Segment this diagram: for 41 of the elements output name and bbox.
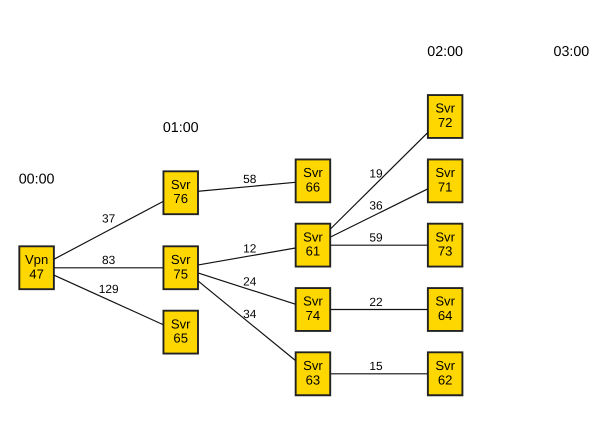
edge-label: 59 — [369, 230, 383, 245]
label: 01:00 — [162, 120, 199, 136]
connector — [54, 267, 164, 268]
label: 02:00 — [427, 44, 464, 60]
connector — [198, 280, 296, 361]
node-box: Svr 63 — [294, 351, 332, 396]
edge-label: 37 — [102, 212, 116, 226]
edge-label: 15 — [369, 359, 383, 374]
node-box: Svr 71 — [426, 158, 464, 204]
connector — [198, 182, 296, 192]
node-box: Svr 62 — [426, 351, 464, 396]
edge-label: 58 — [243, 172, 256, 186]
connector — [198, 272, 296, 305]
edge-label: 34 — [243, 306, 256, 321]
node-box: Svr 65 — [162, 310, 199, 354]
node-box: Vpn 47 — [18, 245, 55, 290]
node-box: Svr 72 — [426, 94, 464, 139]
node-box: Svr 66 — [294, 158, 332, 204]
edge-label: 36 — [369, 198, 383, 212]
connector — [330, 244, 428, 246]
connector — [330, 308, 428, 310]
connector — [198, 247, 296, 266]
node-box: Svr 74 — [294, 287, 332, 332]
connector — [54, 274, 164, 326]
connector — [54, 200, 164, 260]
node-box: Svr 75 — [162, 245, 199, 290]
connector — [330, 188, 428, 238]
label: 03:00 — [554, 44, 590, 60]
edge-label: 19 — [369, 166, 383, 180]
node-box: Svr 61 — [294, 222, 332, 268]
edge-label: 129 — [98, 282, 119, 296]
node-box: Svr 64 — [426, 287, 464, 332]
node-box: Svr 76 — [162, 170, 199, 216]
edge-label: 22 — [369, 294, 383, 309]
node-box: Svr 73 — [426, 222, 464, 268]
edge-label: 83 — [102, 253, 116, 268]
edge-label: 12 — [243, 241, 256, 256]
label: 00:00 — [18, 171, 54, 188]
edge-label: 24 — [243, 274, 256, 289]
connector — [330, 373, 428, 374]
connector — [330, 132, 428, 230]
